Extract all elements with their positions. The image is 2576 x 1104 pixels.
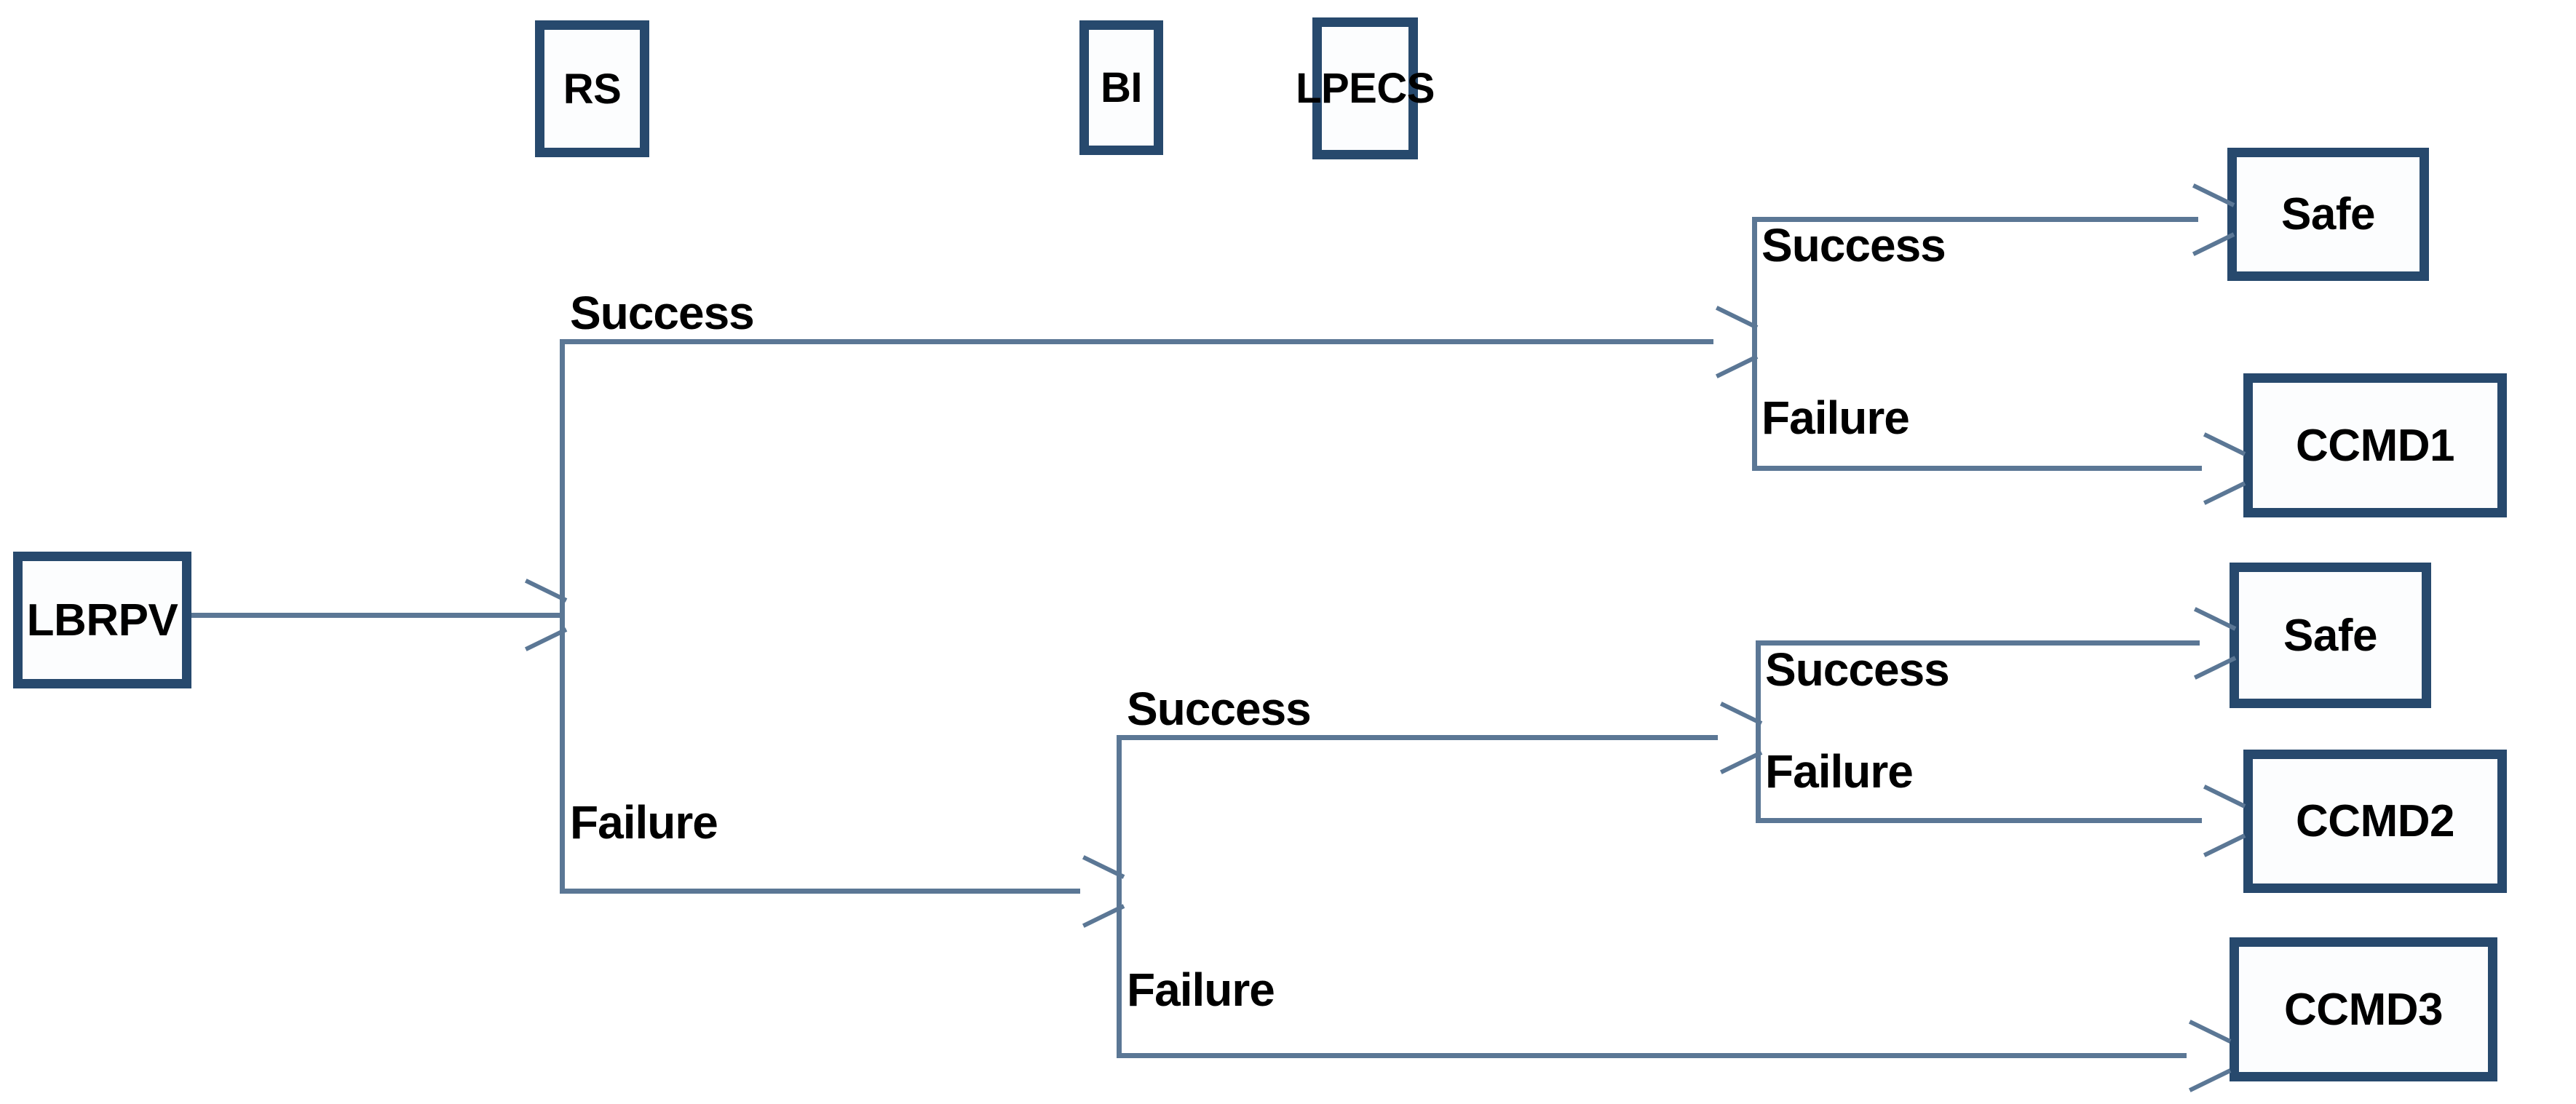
stage-header-rs-label: RS xyxy=(563,65,622,113)
branch-label-lpecs-lower-failure: Failure xyxy=(1765,745,1914,798)
branch-spine-bi xyxy=(1117,735,1122,1058)
initiating-event-lbrpv[interactable]: LBRPV xyxy=(13,552,191,688)
outcome-safe-1[interactable]: Safe xyxy=(2227,148,2429,281)
branch-label-lpecs-lower-success: Success xyxy=(1765,643,1950,696)
outcome-ccmd1[interactable]: CCMD1 xyxy=(2243,373,2507,517)
connector-bi-failure xyxy=(1117,1053,2187,1058)
stage-header-lpecs[interactable]: LPECS xyxy=(1296,17,1435,159)
outcome-ccmd3[interactable]: CCMD3 xyxy=(2230,937,2497,1081)
connector-lpecs-upper-failure xyxy=(1752,466,2202,471)
stage-header-bi-label: BI xyxy=(1101,64,1143,111)
branch-label-lpecs-upper-failure: Failure xyxy=(1761,392,1910,444)
connector-lbrpv-to-rs xyxy=(191,613,564,618)
branch-spine-lpecs-upper xyxy=(1752,217,1757,470)
arrow-head-lpecs-upper-failure-to-ccmd1 xyxy=(2197,446,2242,491)
arrow-head-lpecs-upper-success-to-safe xyxy=(2186,197,2231,242)
outcome-safe-2-label: Safe xyxy=(2283,610,2377,661)
stage-header-lpecs-label: LPECS xyxy=(1296,65,1435,112)
connector-lpecs-lower-success xyxy=(1756,640,2200,646)
arrow-head-bi-success-to-lpecs-lower xyxy=(1713,715,1759,761)
initiating-event-label: LBRPV xyxy=(26,595,178,646)
outcome-safe-1-label: Safe xyxy=(2281,189,2375,239)
branch-spine-lpecs-lower xyxy=(1756,640,1761,822)
arrow-head-rs-failure-to-bi-split xyxy=(1076,869,1121,914)
branch-label-lpecs-upper-success: Success xyxy=(1761,219,1946,271)
arrow-head-to-rs-split xyxy=(518,592,563,638)
connector-rs-success xyxy=(560,339,1713,344)
branch-label-bi-failure: Failure xyxy=(1127,964,1275,1016)
branch-label-bi-success: Success xyxy=(1127,683,1312,735)
arrow-head-rs-success-to-lpecs-upper xyxy=(1709,319,1754,365)
connector-lpecs-upper-success xyxy=(1752,217,2198,222)
branch-label-rs-failure: Failure xyxy=(570,796,718,849)
outcome-safe-2[interactable]: Safe xyxy=(2230,563,2431,708)
branch-label-rs-success: Success xyxy=(570,287,755,339)
stage-header-rs[interactable]: RS xyxy=(535,20,649,157)
outcome-ccmd3-label: CCMD3 xyxy=(2284,984,2443,1035)
branch-spine-rs xyxy=(560,339,565,894)
outcome-ccmd1-label: CCMD1 xyxy=(2296,420,2454,471)
outcome-ccmd2-label: CCMD2 xyxy=(2296,796,2454,846)
connector-bi-success xyxy=(1117,735,1718,740)
connector-lpecs-lower-failure xyxy=(1756,818,2202,823)
arrow-head-lpecs-lower-success-to-safe xyxy=(2187,621,2232,666)
arrow-head-lpecs-lower-failure-to-ccmd2 xyxy=(2197,798,2242,843)
connector-rs-failure xyxy=(560,889,1080,894)
stage-header-bi[interactable]: BI xyxy=(1079,20,1163,155)
outcome-ccmd2[interactable]: CCMD2 xyxy=(2243,750,2507,893)
arrow-head-bi-failure-to-ccmd3 xyxy=(2182,1033,2227,1079)
